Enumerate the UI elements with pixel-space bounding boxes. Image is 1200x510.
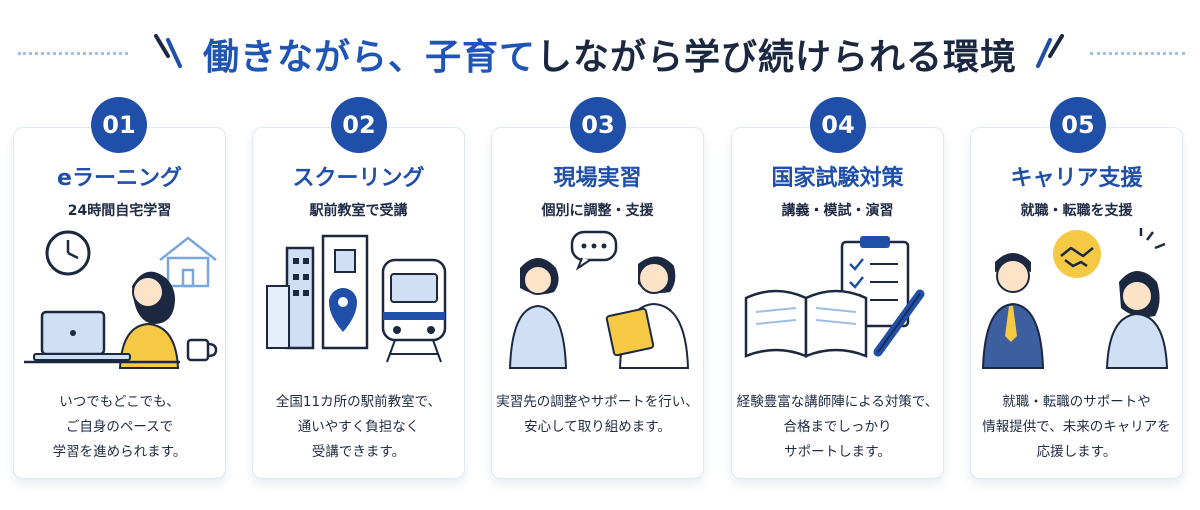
slash-accent-left-icon	[154, 34, 182, 68]
step-number-badge: 01	[91, 97, 147, 153]
career-illustration	[981, 228, 1169, 369]
feature-card-exam-prep: 国家試験対策 講義・模試・演習 経験豊富な講師陣による対策で、 合格までしっか	[731, 127, 944, 479]
card-subtitle: 就職・転職を支援	[1020, 203, 1133, 219]
card-subtitle: 講義・模試・演習	[781, 203, 894, 219]
section-header: 働きながら、子育てしながら学び続けられる環境	[0, 0, 1200, 100]
card-title: eラーニング	[57, 166, 182, 191]
staff-figure	[618, 256, 690, 369]
mug-icon	[186, 338, 218, 362]
card-description: いつでもどこでも、 ご自身のペースで 学習を進められます。	[52, 394, 187, 460]
card-description: 経験豊富な講師陣による対策で、 合格までしっかり サポートします。	[736, 394, 939, 460]
clock-icon	[45, 230, 91, 276]
laptop-icon	[33, 310, 131, 361]
building-icon	[266, 234, 369, 350]
elearning-illustration	[24, 230, 218, 369]
title-accent: 働きながら、子育て	[202, 37, 536, 78]
card-description: 全国11カ所の駅前教室で、 通いやすく負担なく 受講できます。	[275, 394, 442, 460]
exam-prep-illustration	[744, 236, 925, 358]
card-title: キャリア支援	[1010, 166, 1143, 191]
step-number-badge: 05	[1050, 97, 1106, 153]
title-rest: しながら学び続けられる環境	[536, 37, 1018, 78]
practicum-illustration	[508, 230, 690, 369]
schooling-illustration	[266, 234, 447, 363]
card-subtitle: 駅前教室で受講	[309, 203, 408, 219]
feature-card-practicum: 現場実習 個別に調整・支援 実習先の調整やサポートを行い、 安心して取り組めます…	[491, 127, 704, 479]
feature-card-schooling: スクーリング 駅前教室で受講 全国11カ所の駅前教室で、 通いやすく負担なく	[252, 127, 465, 479]
card-title: 現場実習	[553, 166, 642, 191]
sparkle-icon	[1139, 228, 1166, 250]
woman-figure	[1105, 271, 1169, 369]
step-number-badge: 02	[331, 97, 387, 153]
map-pin-icon	[329, 288, 357, 332]
student-figure	[508, 258, 568, 369]
step-number-badge: 04	[810, 97, 866, 153]
speech-bubble-icon	[570, 230, 618, 271]
train-icon	[381, 258, 447, 363]
feature-card-career-support: キャリア支援 就職・転職を支援 就職・転職のサポートや 情報提供で、未来のキャリ…	[970, 127, 1183, 479]
pencil-icon	[873, 289, 925, 357]
person-figure	[118, 271, 180, 369]
page-title: 働きながら、子育てしながら学び続けられる環境	[200, 28, 1020, 80]
card-title: スクーリング	[292, 166, 425, 191]
house-icon	[159, 236, 217, 288]
card-title: 国家試験対策	[771, 166, 904, 191]
handshake-icon	[1053, 230, 1101, 278]
man-figure	[981, 253, 1045, 369]
card-subtitle: 24時間自宅学習	[67, 203, 172, 219]
feature-card-elearning: eラーニング 24時間自宅学習 いつでもどこでも、 ご自	[13, 127, 226, 479]
card-description: 就職・転職のサポートや 情報提供で、未来のキャリアを 応援します。	[982, 394, 1171, 460]
card-subtitle: 個別に調整・支援	[541, 203, 654, 219]
clipboard-icon	[605, 307, 655, 357]
step-number-badge: 03	[570, 97, 626, 153]
open-book-icon	[744, 289, 868, 358]
dotted-divider-left	[18, 52, 128, 55]
slash-accent-right-icon	[1036, 34, 1064, 68]
card-description: 実習先の調整やサポートを行い、 安心して取り組めます。	[496, 394, 699, 435]
dotted-divider-right	[1090, 52, 1185, 55]
